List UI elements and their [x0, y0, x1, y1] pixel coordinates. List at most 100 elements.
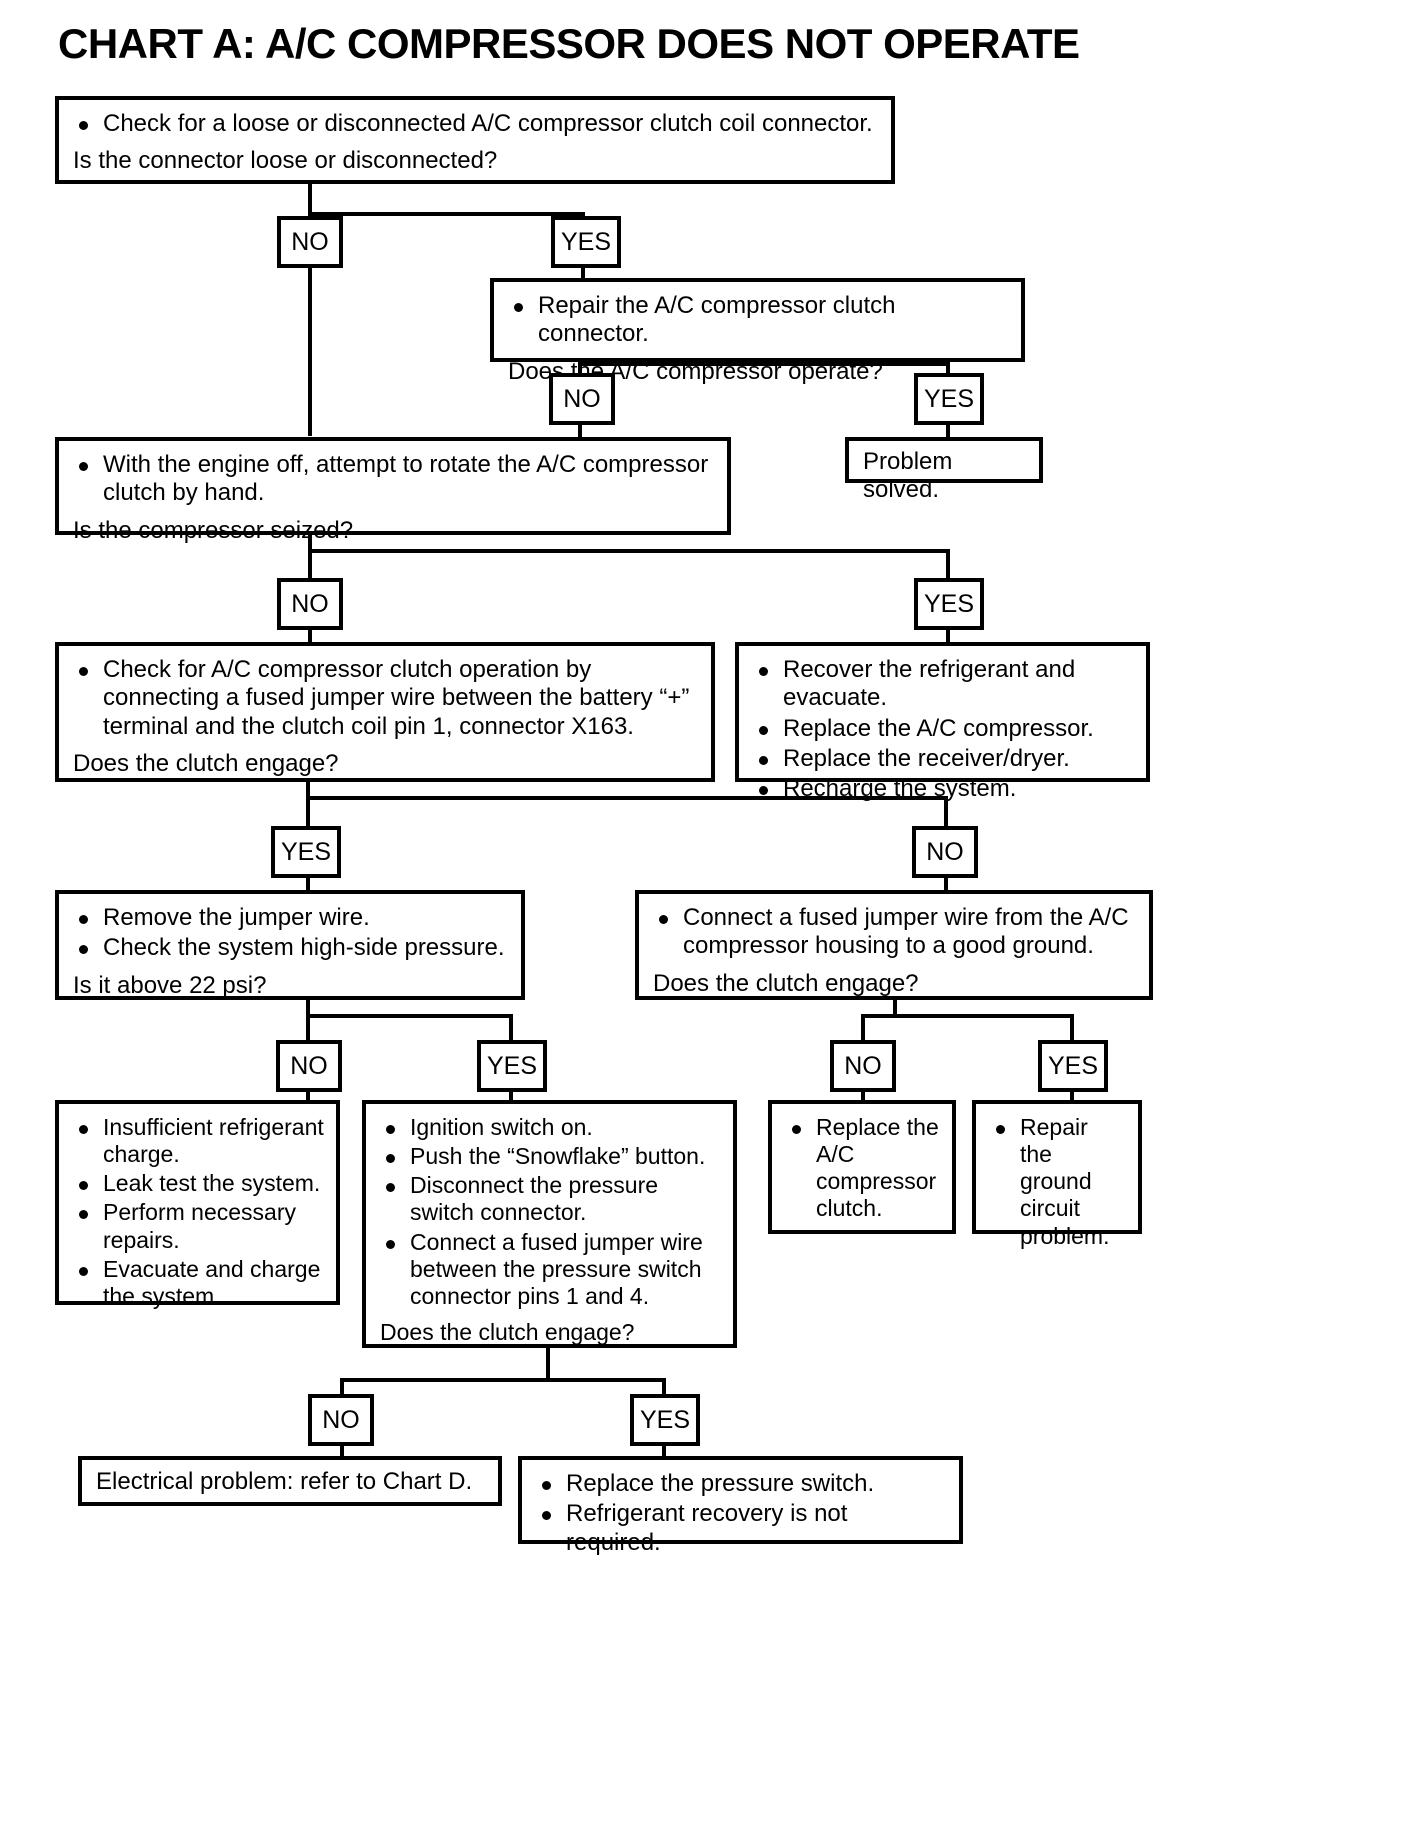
- bullet-item: Remove the jumper wire.: [73, 904, 509, 932]
- connector-line: [306, 878, 310, 892]
- node-electrical-problem: Electrical problem: refer to Chart D.: [78, 1456, 502, 1506]
- connector-line: [308, 549, 950, 553]
- connector-line: [946, 549, 950, 579]
- bullet-list: Remove the jumper wire. Check the system…: [73, 904, 509, 963]
- label-yes-4: YES: [271, 826, 341, 878]
- label-yes-1: YES: [551, 216, 621, 268]
- connector-line: [308, 268, 312, 436]
- connector-line: [662, 1378, 666, 1398]
- bullet-item: Check the system high-side pressure.: [73, 934, 509, 962]
- connector-line: [306, 1014, 310, 1042]
- bullet-item: Evacuate and charge the system.: [73, 1256, 324, 1310]
- connector-line: [861, 1092, 865, 1104]
- connector-line: [306, 796, 946, 800]
- node-text: Problem solved.: [863, 448, 953, 504]
- label-no-2: NO: [549, 373, 615, 425]
- bullet-item: Insufficient refrigerant charge.: [73, 1114, 324, 1168]
- connector-line: [578, 362, 950, 366]
- bullet-item: Connect a fused jumper wire from the A/C…: [653, 904, 1137, 961]
- connector-line: [340, 1446, 344, 1460]
- connector-line: [308, 549, 312, 579]
- label-no-5: NO: [276, 1040, 342, 1092]
- connector-line: [581, 268, 585, 280]
- bullet-item: With the engine off, attempt to rotate t…: [73, 451, 715, 508]
- node-check-connector: Check for a loose or disconnected A/C co…: [55, 96, 895, 184]
- connector-line: [308, 212, 585, 216]
- node-question: Does the clutch engage?: [73, 749, 339, 777]
- connector-line: [946, 362, 950, 374]
- connector-line: [308, 184, 312, 214]
- node-question: Does the clutch engage?: [380, 1318, 635, 1345]
- bullet-list: Replace the pressure switch. Refrigerant…: [536, 1470, 947, 1557]
- connector-line: [861, 1014, 1074, 1018]
- connector-line: [861, 1014, 865, 1042]
- connector-line: [1070, 1014, 1074, 1042]
- label-yes-3: YES: [914, 578, 984, 630]
- label-no-1: NO: [277, 216, 343, 268]
- label-no-6: NO: [830, 1040, 896, 1092]
- bullet-item: Replace the receiver/dryer.: [753, 745, 1134, 773]
- node-jumper-to-ground: Connect a fused jumper wire from the A/C…: [635, 890, 1153, 1000]
- connector-line: [509, 1014, 513, 1042]
- connector-line: [308, 535, 312, 551]
- connector-line: [944, 796, 948, 826]
- label-no-3: NO: [277, 578, 343, 630]
- bullet-list: Check for A/C compressor clutch operatio…: [73, 656, 699, 741]
- bullet-item: Recover the refrigerant and evacuate.: [753, 656, 1134, 713]
- connector-line: [546, 1348, 550, 1380]
- bullet-list: Ignition switch on. Push the “Snowflake”…: [380, 1114, 721, 1310]
- bullet-item: Repair the ground circuit problem.: [990, 1114, 1126, 1250]
- bullet-list: Connect a fused jumper wire from the A/C…: [653, 904, 1137, 961]
- bullet-item: Ignition switch on.: [380, 1114, 721, 1141]
- node-pressure-switch-test: Ignition switch on. Push the “Snowflake”…: [362, 1100, 737, 1348]
- bullet-item: Perform necessary repairs.: [73, 1199, 324, 1253]
- bullet-item: Refrigerant recovery is not required.: [536, 1500, 947, 1557]
- node-jumper-clutch-coil: Check for A/C compressor clutch operatio…: [55, 642, 715, 782]
- bullet-list: Check for a loose or disconnected A/C co…: [73, 110, 879, 138]
- bullet-item: Leak test the system.: [73, 1170, 324, 1197]
- node-repair-ground-circuit: Repair the ground circuit problem.: [972, 1100, 1142, 1249]
- node-problem-solved: Problem solved.: [845, 437, 1043, 503]
- node-question: Does the clutch engage?: [653, 969, 919, 997]
- label-yes-5: YES: [477, 1040, 547, 1092]
- bullet-item: Replace the A/C compressor.: [753, 715, 1134, 743]
- connector-line: [306, 1014, 513, 1018]
- node-replace-pressure-switch: Replace the pressure switch. Refrigerant…: [518, 1456, 963, 1556]
- label-yes-7: YES: [630, 1394, 700, 1446]
- connector-line: [306, 1000, 310, 1016]
- bullet-list: With the engine off, attempt to rotate t…: [73, 451, 715, 508]
- bullet-item: Connect a fused jumper wire between the …: [380, 1229, 721, 1310]
- connector-line: [340, 1378, 666, 1382]
- connector-line: [509, 1092, 513, 1104]
- bullet-item: Check for a loose or disconnected A/C co…: [73, 110, 879, 138]
- connector-line: [946, 425, 950, 440]
- bullet-item: Replace the pressure switch.: [536, 1470, 947, 1498]
- connector-line: [306, 1092, 310, 1104]
- bullet-item: Push the “Snowflake” button.: [380, 1143, 721, 1170]
- bullet-list: Replace the A/C compressor clutch.: [786, 1114, 940, 1223]
- node-replace-compressor-steps: Recover the refrigerant and evacuate. Re…: [735, 642, 1150, 802]
- connector-line: [578, 362, 582, 374]
- bullet-item: Replace the A/C compressor clutch.: [786, 1114, 940, 1223]
- node-text: Electrical problem: refer to Chart D.: [96, 1468, 473, 1495]
- node-insufficient-charge: Insufficient refrigerant charge. Leak te…: [55, 1100, 340, 1309]
- bullet-list: Insufficient refrigerant charge. Leak te…: [73, 1114, 324, 1310]
- label-yes-2: YES: [914, 373, 984, 425]
- node-replace-clutch: Replace the A/C compressor clutch.: [768, 1100, 956, 1234]
- connector-line: [578, 425, 582, 440]
- node-repair-connector: Repair the A/C compressor clutch connect…: [490, 278, 1025, 385]
- node-question: Is it above 22 psi?: [73, 971, 267, 999]
- label-yes-6: YES: [1038, 1040, 1108, 1092]
- node-question: Is the connector loose or disconnected?: [73, 147, 498, 175]
- connector-line: [944, 878, 948, 892]
- bullet-list: Repair the A/C compressor clutch connect…: [508, 292, 1009, 349]
- connector-line: [306, 782, 310, 798]
- node-question: Is the compressor seized?: [73, 516, 354, 544]
- bullet-item: Disconnect the pressure switch connector…: [380, 1172, 721, 1226]
- connector-line: [340, 1378, 344, 1398]
- bullet-item: Repair the A/C compressor clutch connect…: [508, 292, 1009, 349]
- node-rotate-clutch: With the engine off, attempt to rotate t…: [55, 437, 731, 544]
- connector-line: [1070, 1092, 1074, 1104]
- node-check-high-side-pressure: Remove the jumper wire. Check the system…: [55, 890, 525, 1000]
